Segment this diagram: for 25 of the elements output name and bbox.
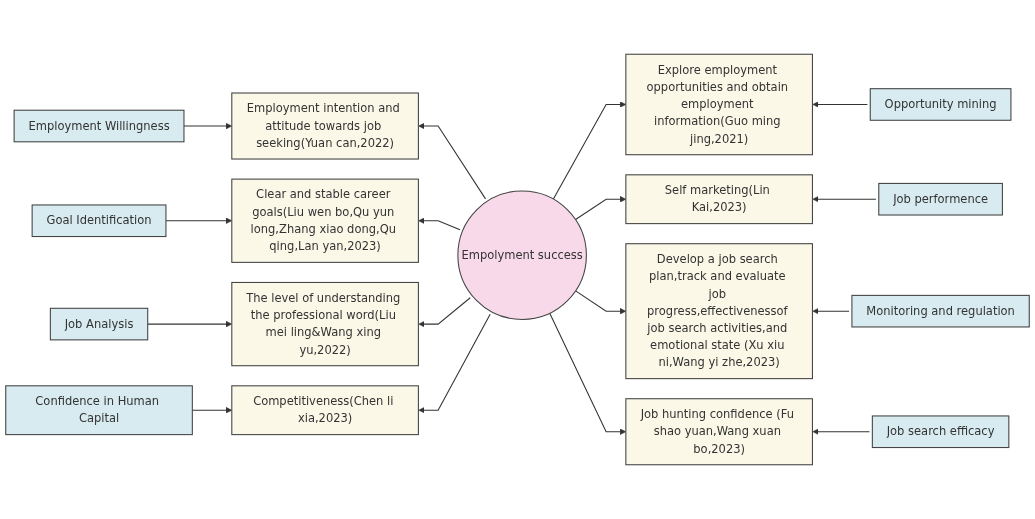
- arrow: [812, 428, 870, 435]
- node-box: Develop a job search plan,track and evaluate job progress,effectivenessof job search activities,and emotional state (Xu xiu ni,Wang yi zhe,2023): [625, 243, 813, 380]
- node-box: Clear and stable career goals(Liu wen bo,Qu yun long,Zhang xiao dong,Qu qing,Lan yan,2023): [231, 178, 419, 263]
- node-box: Job hunting confidence (Fu shao yuan,Wang xuan bo,2023): [625, 398, 813, 466]
- node-box: Employment intention and attitude towards job seeking(Yuan can,2022): [231, 92, 419, 160]
- node-box: Competitiveness(Chen li xia,2023): [231, 385, 419, 436]
- arrow: [418, 122, 487, 200]
- node-box: Monitoring and regulation: [851, 294, 1030, 328]
- node-box: Employment Willingness: [13, 109, 185, 143]
- arrow: [812, 196, 877, 203]
- node-box: Job search efficacy: [871, 415, 1010, 449]
- node-box: The level of understanding the professional word(Liu mei ling&Wang xing yu,2022): [231, 281, 419, 367]
- arrow: [418, 297, 471, 328]
- node-box: Explore employment opportunities and obtain employment information(Guo ming jing,2021): [625, 53, 813, 156]
- node-box: Goal Identification: [31, 204, 167, 238]
- node-box: Job performence: [878, 182, 1003, 216]
- node-circle: Empolyment success: [457, 190, 587, 320]
- arrow: [418, 217, 461, 231]
- node-box: Opportunity mining: [869, 88, 1012, 121]
- node-box: Confidence in Human Capital: [5, 385, 193, 436]
- node-box: Job Analysis: [49, 307, 149, 341]
- node-box: Self marketing(Lin Kai,2023): [625, 174, 813, 225]
- arrow: [812, 101, 868, 108]
- arrow: [812, 308, 850, 315]
- arrow: [418, 313, 491, 414]
